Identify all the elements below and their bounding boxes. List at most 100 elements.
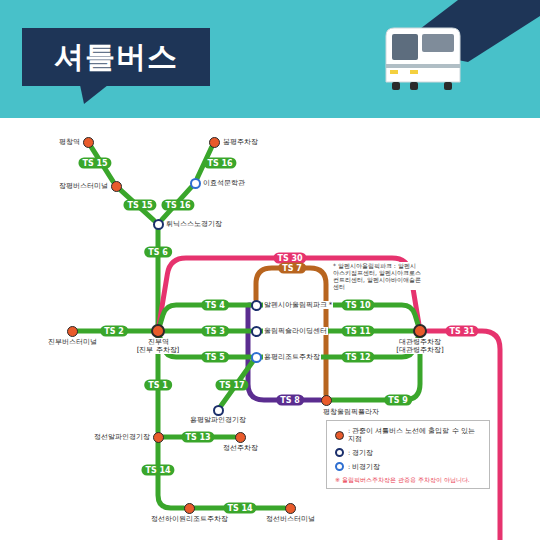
legend-text: : 비경기장: [348, 463, 380, 471]
stop-label: 용평알파인경기장: [189, 416, 247, 424]
hub-stop: 진부역[진부 주차장]: [151, 324, 165, 338]
route-number: TS 11: [341, 326, 374, 337]
bus-stop: 평창올림픽플라자: [321, 395, 332, 406]
route-number: TS 15: [123, 200, 156, 211]
stop-label: 평창역: [58, 138, 81, 146]
bus-stop: 정선버스터미널: [285, 503, 296, 514]
route-number: TS 1: [144, 380, 172, 391]
stop-label: 정선하이원리조트주차장: [150, 515, 229, 523]
route-number: TS 16: [203, 158, 236, 169]
title-tail: [80, 85, 108, 104]
bus-wheel: [410, 82, 418, 90]
stop-label: 진부버스터미널: [47, 338, 98, 346]
stop-label: 정선버스터미널: [265, 515, 316, 523]
stop-label: 대관령주차장[대관령주차장]: [395, 338, 444, 354]
stop-name: 이효석문학관: [203, 179, 245, 187]
stop-label: 봉평주차장: [222, 138, 259, 146]
bus-body: [386, 28, 460, 82]
route-number: TS 13: [181, 432, 214, 443]
title: 셔틀버스: [22, 28, 210, 86]
route-number: TS 8: [276, 395, 304, 406]
bus-stop: 정선주차장: [235, 432, 246, 443]
legend-note: ※ 올림픽버스주차장은 관중용 주차장이 아닙니다.: [335, 476, 483, 483]
legend-text: : 관중이 셔틀버스 노선에 출입할 수 있는 지점: [348, 427, 483, 443]
stop-name: 휘닉스스노경기장: [166, 220, 222, 228]
route-line: [256, 268, 326, 395]
bus-stop: 휘닉스스노경기장: [153, 219, 164, 230]
bus-stripe: [386, 64, 460, 68]
bus-icon: [386, 28, 460, 90]
legend-item: : 비경기장: [335, 462, 483, 471]
legend-swatch: [335, 431, 344, 440]
legend-swatch: [335, 462, 344, 471]
bus-windshield: [392, 34, 418, 60]
bus-light: [390, 70, 398, 74]
legend-item: : 경기장: [335, 448, 483, 457]
bus-stop: 평창역: [83, 137, 94, 148]
stop-label: 용평리조트주차장: [263, 353, 321, 361]
legend-text: : 경기장: [348, 449, 373, 457]
bus-stop: 이효석문학관: [190, 178, 201, 189]
bus-stop: 정선알파인경기장: [153, 432, 164, 443]
route-number: TS 12: [341, 352, 374, 363]
stop-label: 정선알파인경기장: [93, 433, 151, 441]
stop-name: 진부역: [137, 338, 180, 346]
hub-stop: 대관령주차장[대관령주차장]: [413, 324, 427, 338]
stop-label: 올림픽슬라이딩센터: [263, 327, 328, 335]
stop-name: 알펜시아올림픽파크 *: [264, 301, 333, 309]
legend-item: : 관중이 셔틀버스 노선에 출입할 수 있는 지점: [335, 427, 483, 443]
stop-label: 이효석문학관: [202, 179, 246, 187]
route-number: TS 15: [78, 158, 111, 169]
bus-wheel: [444, 82, 452, 90]
stop-name: 평창올림픽플라자: [323, 408, 379, 416]
stop-name: 올림픽슬라이딩센터: [264, 327, 327, 335]
stop-label: 알펜시아올림픽파크 *: [263, 301, 334, 309]
stop-name: 봉평주차장: [223, 138, 258, 146]
stop-subname: [진부 주차장]: [137, 346, 180, 354]
title-box: [22, 28, 210, 86]
stop-name: 진부버스터미널: [48, 338, 97, 346]
stop-name: 정선하이원리조트주차장: [151, 515, 228, 523]
stop-name: 대관령주차장: [396, 338, 443, 346]
bus-stop: 알펜시아올림픽파크 *: [251, 300, 262, 311]
bus-light: [410, 70, 418, 74]
legend-box: : 관중이 셔틀버스 노선에 출입할 수 있는 지점 : 경기장 : 비경기장 ※ 올…: [326, 420, 490, 489]
bus-stop: 진부버스터미널: [67, 326, 78, 337]
route-number: TS 17: [215, 380, 248, 391]
bus-window: [422, 34, 454, 52]
legend-swatch: [335, 448, 344, 457]
stop-label: 정선주차장: [222, 444, 259, 452]
stop-label: 휘닉스스노경기장: [165, 220, 223, 228]
stop-name: 정선버스터미널: [266, 515, 315, 523]
header-band: [0, 0, 540, 118]
route-line: [248, 305, 321, 400]
route-number: TS 7: [278, 263, 306, 274]
stop-label: 진부역[진부 주차장]: [136, 338, 181, 354]
bus-stop: 정선하이원리조트주차장: [184, 503, 195, 514]
route-number: TS 5: [201, 352, 229, 363]
bus-wheel: [392, 82, 400, 90]
stop-name: 용평알파인경기장: [190, 416, 246, 424]
route-number: TS 31: [445, 326, 478, 337]
route-number: TS 14: [223, 503, 256, 514]
bus-stop: 용평리조트주차장: [251, 352, 262, 363]
route-number: TS 14: [141, 465, 174, 476]
route-number: TS 4: [201, 300, 229, 311]
stop-name: 정선알파인경기장: [94, 433, 150, 441]
stop-subname: [대관령주차장]: [396, 346, 443, 354]
stop-name: 용평리조트주차장: [264, 353, 320, 361]
route-number: TS 10: [341, 300, 374, 311]
route-number: TS 16: [161, 200, 194, 211]
bus-stop: 올림픽슬라이딩센터: [251, 326, 262, 337]
route-number: TS 3: [201, 326, 229, 337]
stop-name: 정선주차장: [223, 444, 258, 452]
stop-name: 장평버스터미널: [59, 182, 108, 190]
bus-stop: 용평알파인경기장: [213, 405, 224, 416]
footnote: * 알펜시아올림픽파크 : 알펜시아스키점프센터, 알펜시아크로스컨트리센터, …: [333, 262, 421, 290]
stop-label: 평창올림픽플라자: [322, 408, 380, 416]
bus-stop: 봉평주차장: [209, 137, 220, 148]
route-number: TS 6: [144, 247, 172, 258]
route-number: TS 9: [384, 395, 412, 406]
bus-stop: 장평버스터미널: [111, 181, 122, 192]
